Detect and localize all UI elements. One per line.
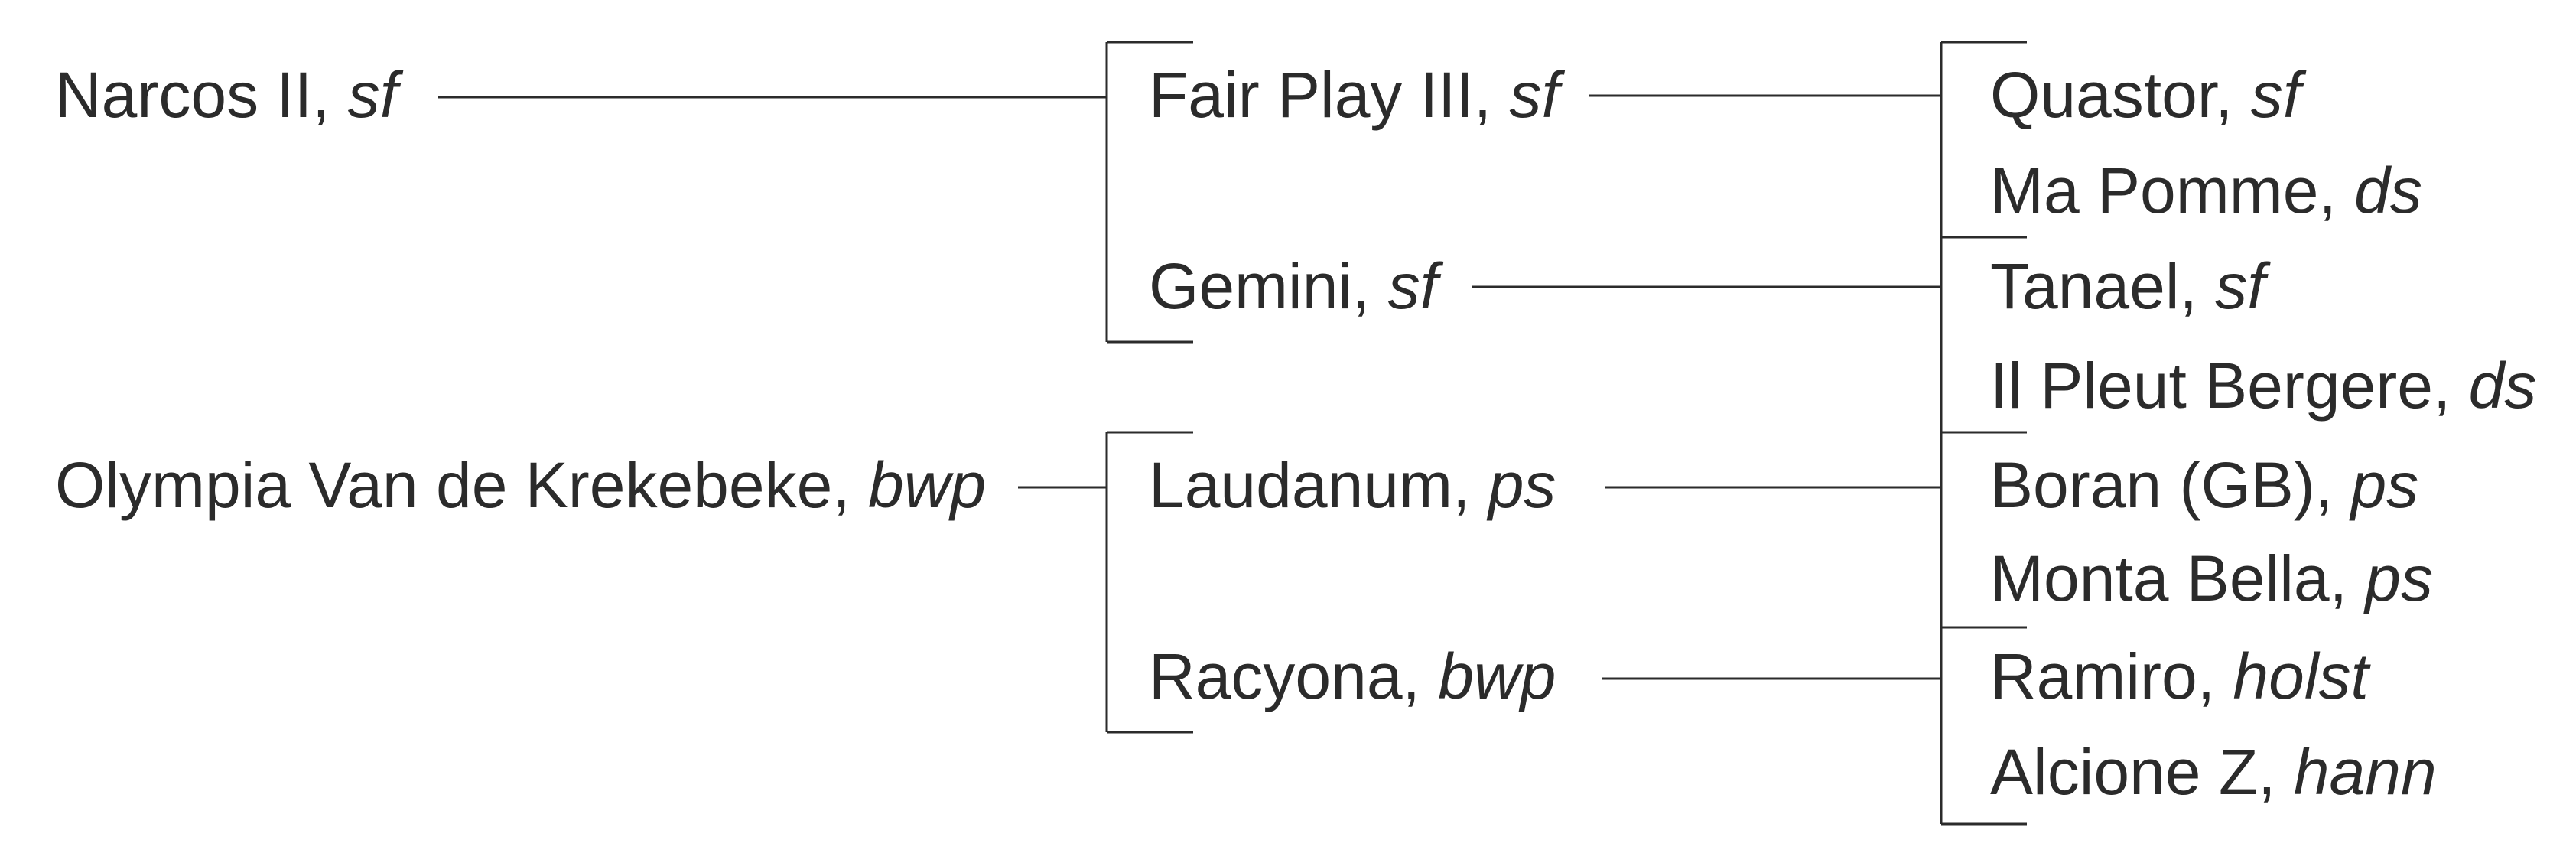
horse-name: Olympia Van de Krekebeke bbox=[55, 449, 833, 521]
separator: , bbox=[312, 59, 348, 131]
horse-label-quastor: Quastor, sf bbox=[1990, 63, 2301, 127]
separator: , bbox=[1452, 449, 1488, 521]
horse-label-olympia: Olympia Van de Krekebeke, bwp bbox=[55, 453, 986, 517]
separator: , bbox=[2432, 350, 2469, 422]
horse-label-laudanum: Laudanum, ps bbox=[1149, 453, 1556, 517]
horse-breed: hann bbox=[2293, 736, 2437, 808]
separator: , bbox=[832, 449, 869, 521]
separator: , bbox=[2179, 250, 2216, 322]
horse-label-gemini: Gemini, sf bbox=[1149, 254, 1438, 318]
horse-breed: sf bbox=[2250, 59, 2301, 131]
horse-name: Boran (GB) bbox=[1990, 449, 2315, 521]
horse-breed: sf bbox=[1387, 250, 1439, 322]
horse-name: Tanael bbox=[1990, 250, 2180, 322]
horse-breed: ps bbox=[1488, 449, 1556, 521]
horse-name: Narcos II bbox=[55, 59, 313, 131]
horse-breed: sf bbox=[347, 59, 398, 131]
separator: , bbox=[1352, 250, 1388, 322]
horse-label-narcos: Narcos II, sf bbox=[55, 63, 398, 127]
horse-breed: holst bbox=[2233, 640, 2369, 712]
separator: , bbox=[2258, 736, 2294, 808]
horse-breed: ds bbox=[2354, 155, 2422, 226]
horse-breed: ds bbox=[2468, 350, 2537, 422]
horse-name: Fair Play III bbox=[1149, 59, 1474, 131]
separator: , bbox=[2329, 542, 2366, 614]
horse-label-boran: Boran (GB), ps bbox=[1990, 453, 2418, 517]
horse-label-monta-bella: Monta Bella, ps bbox=[1990, 546, 2433, 611]
horse-label-ma-pomme: Ma Pomme, ds bbox=[1990, 158, 2422, 223]
horse-breed: bwp bbox=[868, 449, 987, 521]
separator: , bbox=[1473, 59, 1510, 131]
horse-name: Ma Pomme bbox=[1990, 155, 2319, 226]
horse-label-ramiro: Ramiro, holst bbox=[1990, 644, 2369, 708]
horse-name: Quastor bbox=[1990, 59, 2216, 131]
horse-breed: ps bbox=[2350, 449, 2419, 521]
horse-breed: ps bbox=[2365, 542, 2433, 614]
horse-label-tanael: Tanael, sf bbox=[1990, 254, 2265, 318]
separator: , bbox=[2215, 59, 2251, 131]
horse-name: Alcione Z bbox=[1990, 736, 2259, 808]
horse-name: Monta Bella bbox=[1990, 542, 2330, 614]
horse-name: Gemini bbox=[1149, 250, 1353, 322]
horse-label-racyona: Racyona, bwp bbox=[1149, 644, 1556, 708]
horse-breed: sf bbox=[1509, 59, 1560, 131]
separator: , bbox=[1402, 640, 1439, 712]
horse-label-fair-play: Fair Play III, sf bbox=[1149, 63, 1560, 127]
separator: , bbox=[2318, 155, 2355, 226]
horse-label-il-pleut-bergere: Il Pleut Bergere, ds bbox=[1990, 353, 2536, 418]
horse-name: Il Pleut Bergere bbox=[1990, 350, 2433, 422]
horse-name: Ramiro bbox=[1990, 640, 2197, 712]
horse-name: Laudanum bbox=[1149, 449, 1452, 521]
separator: , bbox=[2197, 640, 2233, 712]
horse-breed: sf bbox=[2215, 250, 2265, 322]
horse-breed: bwp bbox=[1438, 640, 1556, 712]
separator: , bbox=[2314, 449, 2351, 521]
horse-label-alcione: Alcione Z, hann bbox=[1990, 740, 2437, 804]
horse-name: Racyona bbox=[1149, 640, 1403, 712]
